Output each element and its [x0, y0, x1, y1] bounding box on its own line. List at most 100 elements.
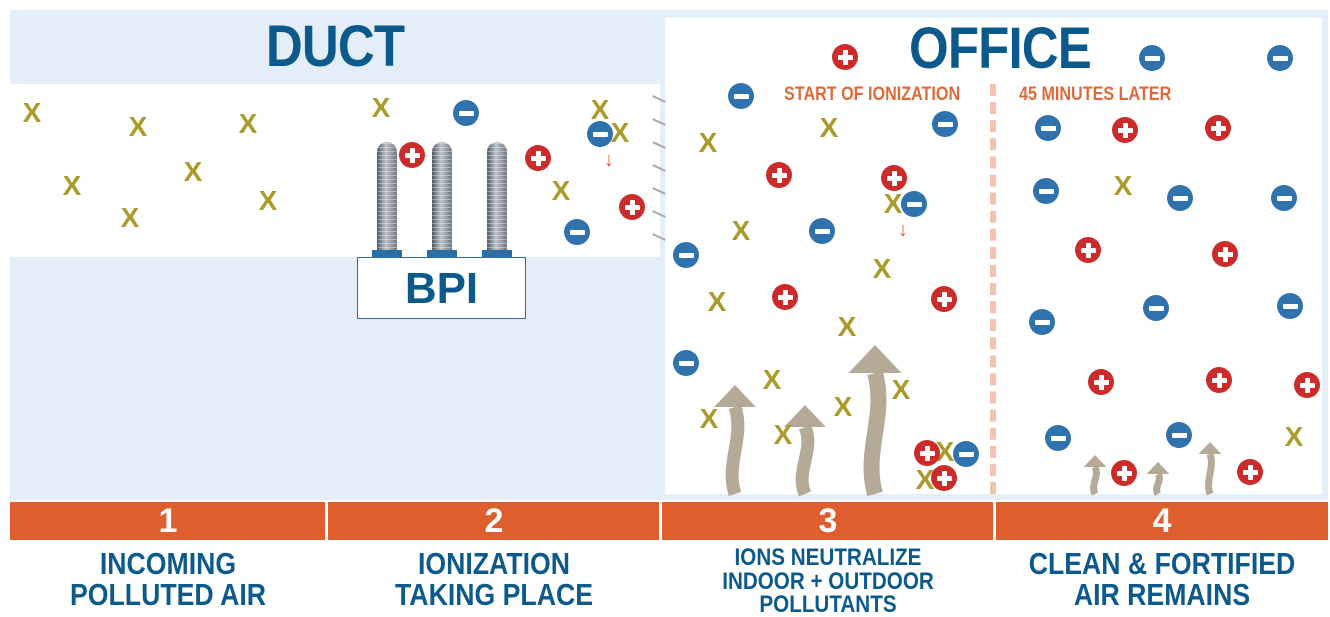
duct-title: DUCT: [265, 14, 405, 79]
pollutant-x-icon: X: [22, 97, 42, 128]
step-3-caption: IONS NEUTRALIZE INDOOR + OUTDOOR POLLUTA…: [685, 546, 971, 617]
pollutant-x-icon: X: [62, 170, 82, 201]
pollutant-x-icon: X: [819, 112, 839, 143]
negative-ion-icon: [673, 350, 699, 376]
positive-ion-icon: [914, 440, 940, 466]
pollutant-x-icon: X: [883, 188, 903, 219]
ionizer-tube-base: [482, 250, 512, 258]
pollutant-x-icon: X: [238, 108, 258, 139]
up-arrow-icon: [1083, 455, 1107, 467]
negative-ion-icon: [1033, 178, 1059, 204]
ionizer-tube-base: [427, 250, 457, 258]
duct-header-band: [10, 10, 660, 84]
bpi-device: BPI: [357, 257, 526, 319]
pollutant-x-icon: X: [837, 311, 857, 342]
falling-arrow-icon: ↓: [898, 219, 908, 241]
negative-ion-icon: [1267, 45, 1293, 71]
positive-ion-icon: [1205, 115, 1231, 141]
ionizer-tube-base: [372, 250, 402, 258]
negative-ion-icon: [1035, 115, 1061, 141]
negative-ion-icon: [564, 219, 590, 245]
airflow-arrow-shaft: [795, 424, 815, 497]
up-arrow-icon: [1146, 462, 1170, 474]
step-separator: [325, 502, 328, 540]
pollutant-x-icon: X: [707, 286, 727, 317]
caption-line: POLLUTED AIR: [70, 577, 266, 612]
pollutant-x-icon: X: [699, 403, 719, 434]
duct-lower-band: [10, 257, 660, 500]
up-arrow-icon: [714, 385, 756, 407]
pollutant-x-icon: X: [551, 175, 571, 206]
caption-line: POLLUTANTS: [759, 591, 897, 617]
pollutant-x-icon: X: [128, 111, 148, 142]
pollutant-x-icon: X: [1113, 170, 1133, 201]
pollutant-x-icon: X: [731, 215, 751, 246]
step-1-number: 1: [158, 502, 178, 540]
pollutant-x-icon: X: [1284, 421, 1304, 452]
airflow-arrow-shaft: [725, 404, 745, 497]
ionizer-tube-icon: [487, 142, 507, 252]
office-title: OFFICE: [909, 16, 1092, 81]
positive-ion-icon: [1075, 237, 1101, 263]
positive-ion-icon: [1294, 372, 1320, 398]
step-2-caption: IONIZATION TAKING PLACE: [351, 548, 637, 610]
negative-ion-icon: [728, 83, 754, 109]
pollutant-x-icon: X: [183, 156, 203, 187]
positive-ion-icon: [931, 465, 957, 491]
step-4-number: 4: [1152, 502, 1172, 540]
negative-ion-icon: [901, 191, 927, 217]
positive-ion-icon: [832, 44, 858, 70]
positive-ion-icon: [766, 162, 792, 188]
negative-ion-icon: [1139, 45, 1165, 71]
positive-ion-icon: [881, 165, 907, 191]
positive-ion-icon: [1237, 459, 1263, 485]
negative-ion-icon: [453, 100, 479, 126]
positive-ion-icon: [399, 142, 425, 168]
positive-ion-icon: [1088, 369, 1114, 395]
caption-line: INCOMING: [99, 546, 237, 581]
up-arrow-icon: [1198, 442, 1222, 454]
positive-ion-icon: [619, 194, 645, 220]
positive-ion-icon: [1206, 367, 1232, 393]
ionizer-tube-icon: [377, 142, 397, 252]
up-arrow-icon: [784, 405, 826, 427]
up-arrow-icon: [848, 345, 902, 373]
step-2-number: 2: [484, 502, 504, 540]
positive-ion-icon: [1111, 460, 1137, 486]
negative-ion-icon: [1277, 293, 1303, 319]
pollutant-x-icon: X: [891, 374, 911, 405]
airflow-arrow-shaft: [863, 370, 887, 497]
caption-line: INDOOR + OUTDOOR: [722, 567, 934, 595]
pollutant-x-icon: X: [698, 127, 718, 158]
falling-arrow-icon: ↓: [604, 149, 614, 171]
airflow-arrow-shaft: [1205, 452, 1215, 496]
step-4-caption: CLEAN & FORTIFIED AIR REMAINS: [1019, 548, 1305, 610]
caption-line: CLEAN & FORTIFIED: [1028, 546, 1296, 581]
caption-line: AIR REMAINS: [1073, 577, 1251, 612]
pollutant-x-icon: X: [120, 202, 140, 233]
pollutant-x-icon: X: [590, 94, 610, 125]
step-bar: [10, 502, 1328, 540]
positive-ion-icon: [525, 145, 551, 171]
negative-ion-icon: [1271, 185, 1297, 211]
start-of-ionization-label: START OF IONIZATION: [784, 84, 961, 105]
step-separator: [659, 502, 662, 540]
pollutant-x-icon: X: [915, 464, 935, 495]
negative-ion-icon: [953, 441, 979, 467]
negative-ion-icon: [1143, 295, 1169, 321]
step-1-caption: INCOMING POLLUTED AIR: [32, 548, 304, 610]
positive-ion-icon: [772, 284, 798, 310]
pollutant-x-icon: X: [610, 117, 630, 148]
positive-ion-icon: [1112, 117, 1138, 143]
caption-line: TAKING PLACE: [395, 577, 593, 612]
negative-ion-icon: [587, 121, 613, 147]
pollutant-x-icon: X: [258, 185, 278, 216]
caption-line: IONIZATION: [417, 546, 571, 581]
pollutant-x-icon: X: [762, 364, 782, 395]
negative-ion-icon: [1045, 425, 1071, 451]
negative-ion-icon: [1166, 422, 1192, 448]
airflow-arrow-shaft: [1153, 471, 1163, 497]
negative-ion-icon: [1167, 185, 1193, 211]
